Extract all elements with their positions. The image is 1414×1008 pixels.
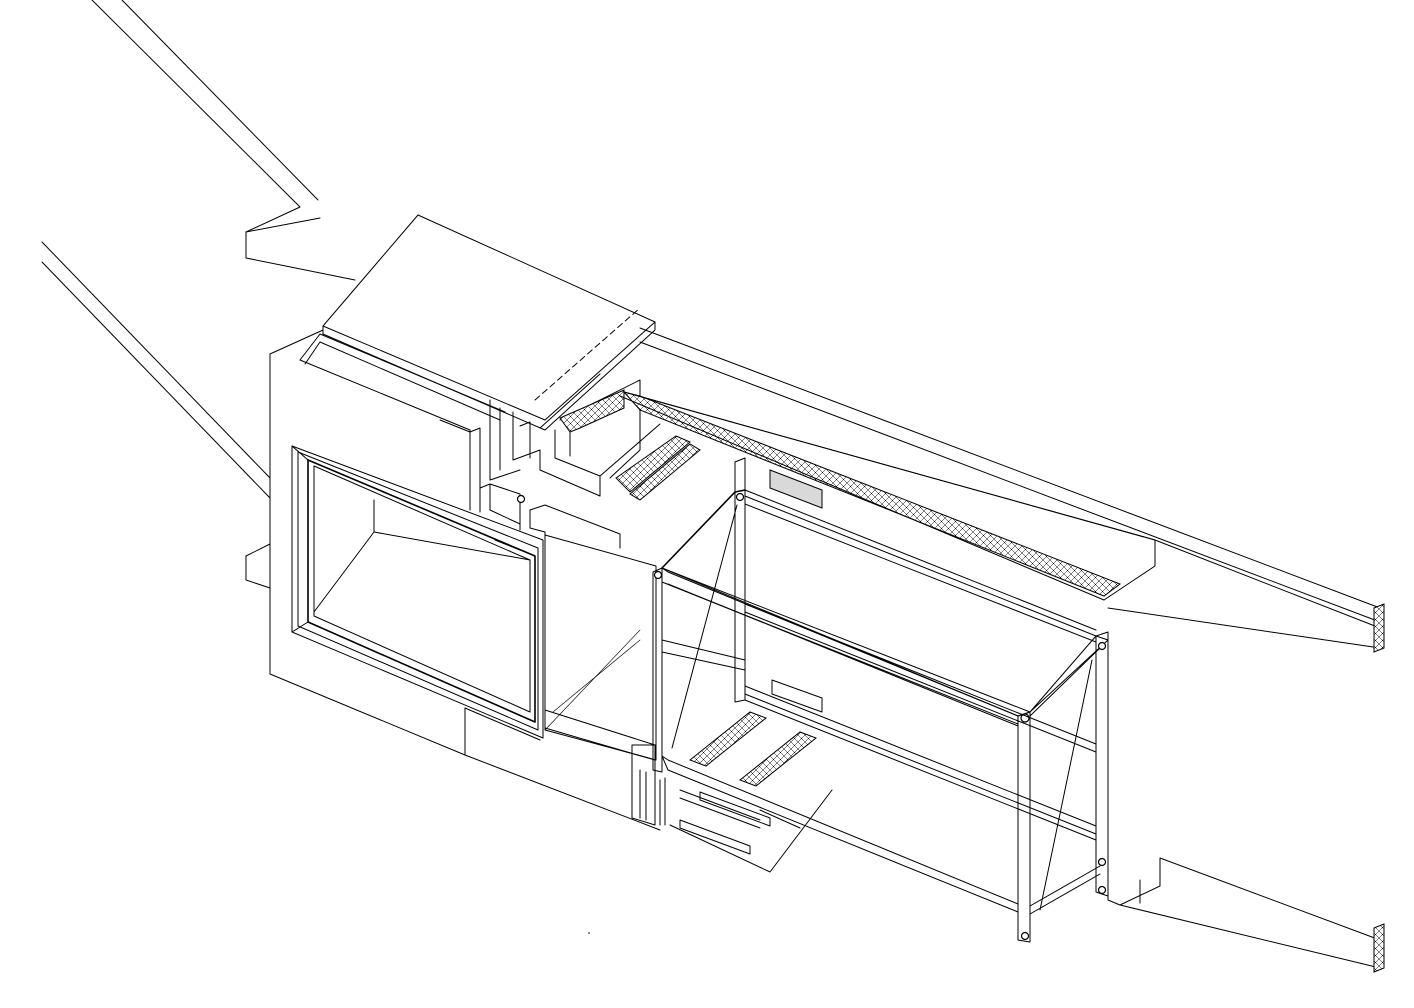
sliding-glass-panel (544, 534, 657, 761)
bottom-right-slab (1107, 857, 1385, 973)
upper-frame-rails (479, 483, 621, 551)
bottom-track (464, 707, 666, 826)
steel-frame (652, 457, 1109, 943)
lower-step-rungs (669, 711, 833, 873)
insulation-band (619, 391, 1156, 601)
stray-dot (588, 932, 590, 934)
window-frame (291, 445, 544, 739)
top-slab-band (245, 217, 1385, 653)
top-cover-plate (322, 214, 656, 431)
bottom-left-slab (245, 543, 271, 589)
left-diagonal-rails (41, 241, 271, 499)
upper-diagonal-beam (91, 0, 319, 233)
interior-rails (661, 469, 1097, 841)
stepped-lintel (299, 333, 701, 513)
